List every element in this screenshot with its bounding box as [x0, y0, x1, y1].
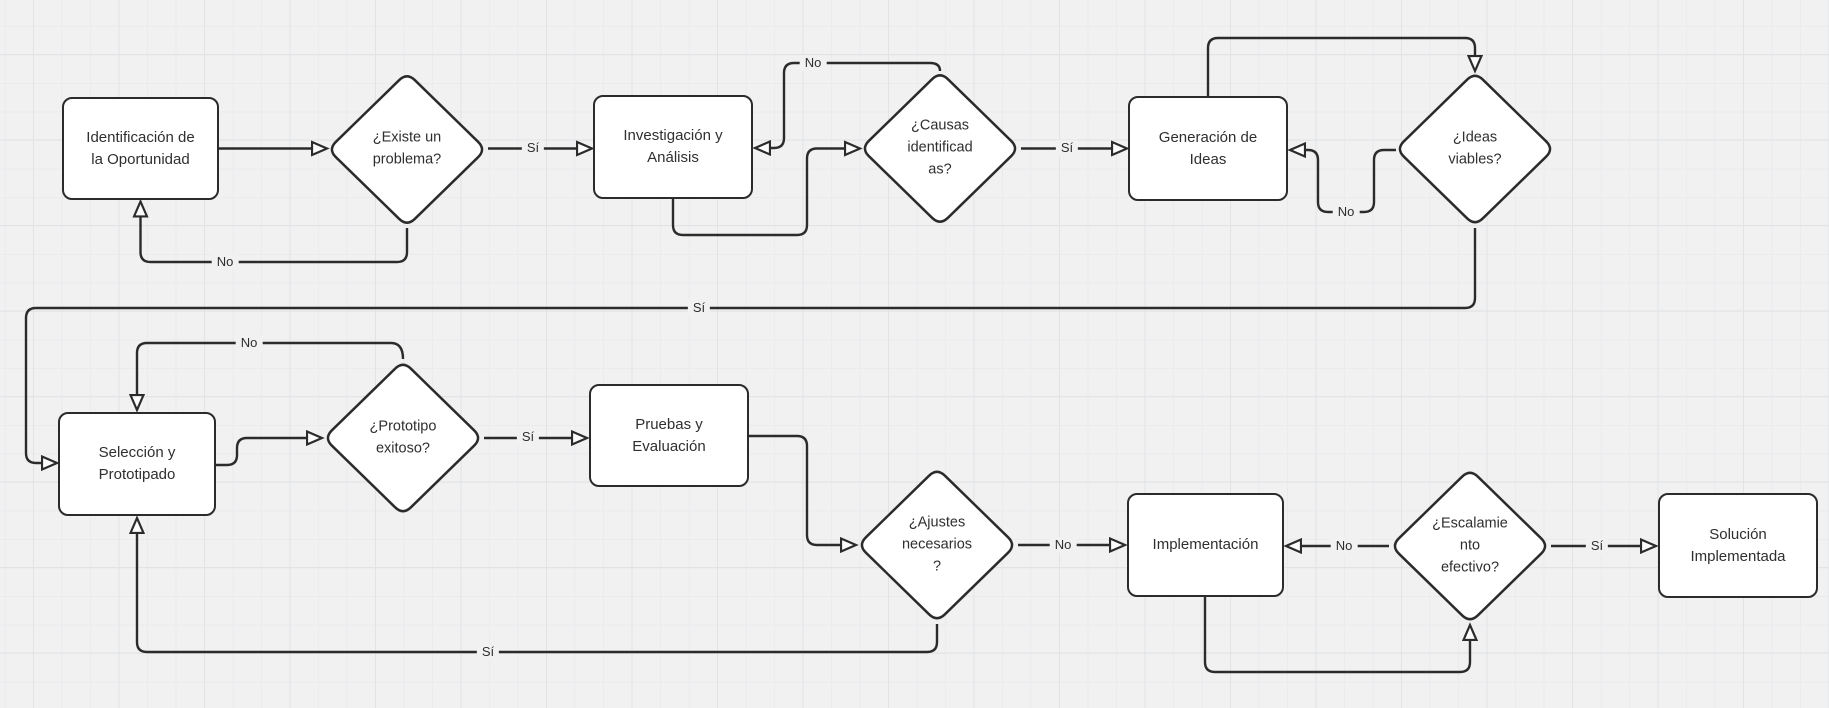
node-causas-identificadas[interactable]: ¿Causas identificad as?: [907, 117, 973, 177]
edge-label-prototipo-si[interactable]: Sí: [516, 429, 540, 445]
node-existe-problema[interactable]: ¿Existe un problema?: [372, 129, 442, 167]
node-ajustes-necesarios[interactable]: ¿Ajustes necesarios ?: [901, 514, 973, 574]
edge-ideas-no[interactable]: [1291, 150, 1396, 214]
edge-label-existe-no[interactable]: No: [211, 254, 239, 270]
node-implementacion[interactable]: Implementación: [1127, 493, 1284, 597]
node-identificacion-oportunidad[interactable]: Identificación de la Oportunidad: [62, 97, 219, 200]
node-generacion-ideas[interactable]: Generación de Ideas: [1128, 96, 1288, 201]
node-ideas-viables[interactable]: ¿Ideas viables?: [1448, 129, 1502, 167]
edge-label-ideas-no[interactable]: No: [1332, 204, 1360, 220]
decision-shape-existe-problema[interactable]: [330, 75, 484, 224]
edge-label-existe-si[interactable]: Sí: [521, 140, 545, 156]
edge-investigacion-to-causas[interactable]: [671, 149, 859, 237]
edge-causas-no[interactable]: [756, 61, 942, 148]
node-prototipo-exitoso[interactable]: ¿Prototipo exitoso?: [369, 418, 437, 456]
edge-label-causas-si[interactable]: Sí: [1055, 140, 1079, 156]
edge-label-escalamiento-no[interactable]: No: [1330, 538, 1358, 554]
edge-generacion-to-ideas[interactable]: [1206, 36, 1475, 96]
decision-shapes-layer: [326, 74, 1552, 621]
edge-seleccion-to-prototipo[interactable]: [216, 438, 321, 467]
decision-shape-escalamiento-efectivo[interactable]: [1393, 471, 1547, 621]
decision-shape-ideas-viables[interactable]: [1398, 74, 1552, 224]
edge-pruebas-to-ajustes[interactable]: [749, 434, 855, 545]
edge-existe-no[interactable]: [141, 203, 409, 264]
decision-shape-ajustes-necesarios[interactable]: [860, 470, 1014, 620]
edge-label-ideas-si[interactable]: Sí: [687, 300, 711, 316]
edge-label-ajustes-no[interactable]: No: [1049, 537, 1077, 553]
node-investigacion-analisis[interactable]: Investigación y Análisis: [593, 95, 753, 199]
edge-label-causas-no[interactable]: No: [799, 55, 827, 71]
node-pruebas-evaluacion[interactable]: Pruebas y Evaluación: [589, 384, 749, 487]
edge-label-ajustes-si[interactable]: Sí: [476, 644, 500, 660]
edge-ajustes-si[interactable]: [137, 519, 939, 654]
edge-implementacion-to-escalamiento[interactable]: [1203, 597, 1470, 674]
decision-shape-prototipo-exitoso[interactable]: [326, 363, 480, 513]
edge-prototipo-no[interactable]: [137, 341, 405, 409]
node-seleccion-prototipado[interactable]: Selección y Prototipado: [58, 412, 216, 516]
node-solucion-implementada[interactable]: Solución Implementada: [1658, 493, 1818, 598]
edge-label-prototipo-no[interactable]: No: [235, 335, 263, 351]
edge-label-escalamiento-si[interactable]: Sí: [1585, 538, 1609, 554]
node-escalamiento-efectivo[interactable]: ¿Escalamie nto efectivo?: [1432, 515, 1508, 575]
decision-shape-causas-identificadas[interactable]: [863, 74, 1017, 223]
edge-ideas-si[interactable]: [24, 228, 1477, 463]
